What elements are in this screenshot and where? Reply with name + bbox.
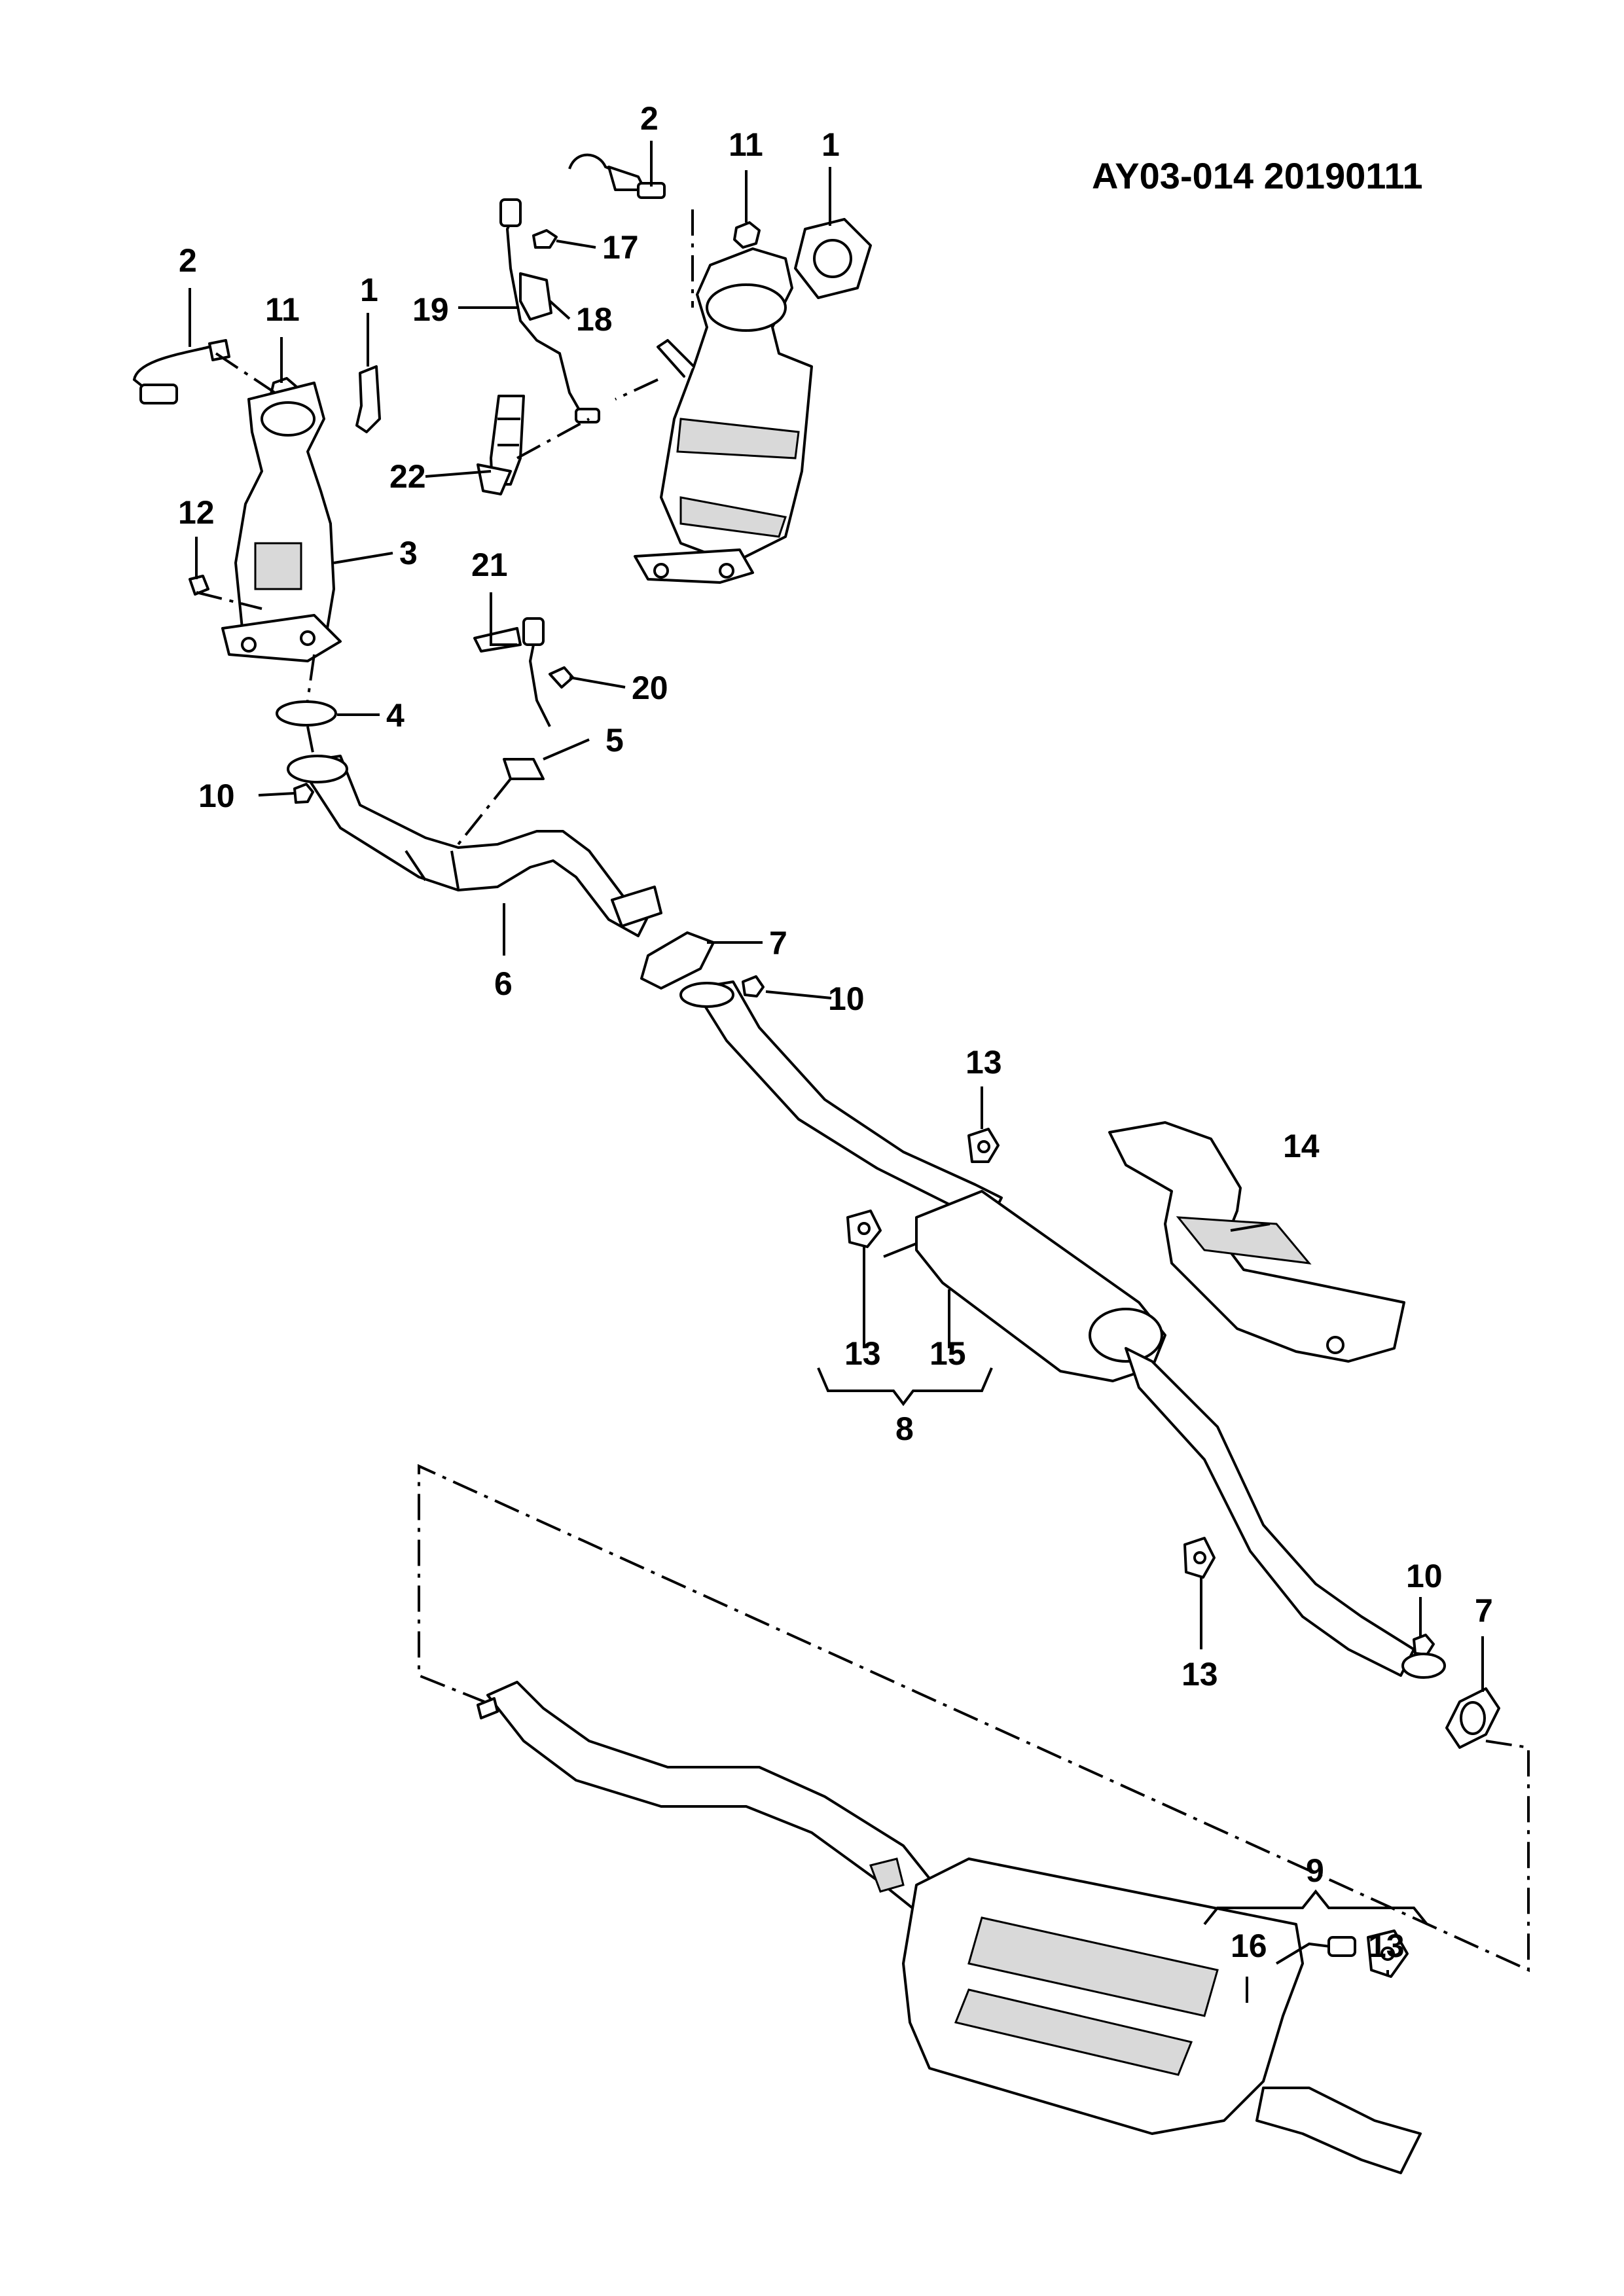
bolt-12 xyxy=(189,575,209,596)
clip-17 xyxy=(532,229,558,249)
oxygen-sensor-2-right xyxy=(568,153,666,199)
leader-lines xyxy=(189,141,1484,2003)
front-pipe-6 xyxy=(287,755,662,937)
callout-5: 5 xyxy=(605,722,624,759)
callout-14: 14 xyxy=(1283,1128,1320,1164)
callout-2: 2 xyxy=(640,100,659,137)
callout-6: 6 xyxy=(494,965,513,1002)
callout-11: 11 xyxy=(729,126,763,163)
pipe-sensor-22 xyxy=(477,395,525,495)
callout-10: 10 xyxy=(198,778,235,814)
callout-labels: 2 11 1 2 11 1 17 19 18 22 12 3 21 20 4 5… xyxy=(178,100,1493,1964)
gasket-4 xyxy=(276,700,337,726)
callout-1: 1 xyxy=(360,272,378,308)
rear-pipe xyxy=(477,1681,970,1926)
callout-10: 10 xyxy=(1406,1558,1443,1594)
heat-shield-14 xyxy=(1108,1121,1405,1363)
callout-2: 2 xyxy=(179,242,197,279)
oxygen-sensor-2-left xyxy=(132,339,230,404)
callout-1: 1 xyxy=(821,126,840,163)
callout-4: 4 xyxy=(386,697,405,734)
nut-10-front xyxy=(293,783,314,804)
hanger-13-rear xyxy=(1367,1929,1409,1978)
manifold-catalyst-3 xyxy=(221,382,342,662)
callout-13: 13 xyxy=(965,1044,1002,1081)
callout-13: 13 xyxy=(1368,1928,1405,1964)
callout-22: 22 xyxy=(389,458,426,495)
diagram-code: AY03-014 20190111 xyxy=(1092,155,1423,196)
oxygen-sensor-5 xyxy=(503,617,551,780)
callout-15: 15 xyxy=(929,1335,966,1372)
callout-16: 16 xyxy=(1231,1928,1267,1964)
connection-lines xyxy=(196,209,1530,1973)
hanger-13-top xyxy=(967,1128,1000,1163)
clip-20 xyxy=(549,666,574,689)
callout-11: 11 xyxy=(265,291,300,328)
callout-10: 10 xyxy=(828,980,865,1017)
gasket-1-right xyxy=(794,218,872,299)
center-muffler-15 xyxy=(883,1190,1415,1677)
bracket-18 xyxy=(519,272,552,321)
nut-11-right xyxy=(733,221,761,249)
callout-21: 21 xyxy=(471,547,508,583)
nut-10-rear xyxy=(1413,1634,1435,1656)
pipe-flange-rear xyxy=(1401,1653,1446,1679)
callout-13: 13 xyxy=(844,1335,881,1372)
rear-muffler-16 xyxy=(902,1857,1422,2174)
callout-7: 7 xyxy=(1475,1592,1493,1629)
hanger-13-muffler xyxy=(846,1210,882,1248)
center-pipe xyxy=(679,980,1003,1225)
callout-17: 17 xyxy=(602,229,639,266)
callout-19: 19 xyxy=(412,291,449,328)
hanger-13-mid xyxy=(1183,1537,1216,1579)
callout-20: 20 xyxy=(632,670,668,706)
bracket-21 xyxy=(473,627,522,653)
callout-9: 9 xyxy=(1306,1852,1324,1889)
gasket-7-rear xyxy=(1445,1687,1500,1749)
catalytic-converter-right xyxy=(634,247,813,584)
gasket-7-front xyxy=(640,931,715,990)
callout-18: 18 xyxy=(576,301,613,338)
nut-10-center xyxy=(742,975,765,997)
callout-12: 12 xyxy=(178,494,215,531)
sensor-wire-19 xyxy=(499,198,600,423)
callout-13: 13 xyxy=(1182,1656,1218,1693)
gasket-1-left xyxy=(355,365,381,433)
callout-3: 3 xyxy=(399,535,418,571)
callout-8: 8 xyxy=(895,1410,914,1447)
callout-7: 7 xyxy=(769,925,787,961)
